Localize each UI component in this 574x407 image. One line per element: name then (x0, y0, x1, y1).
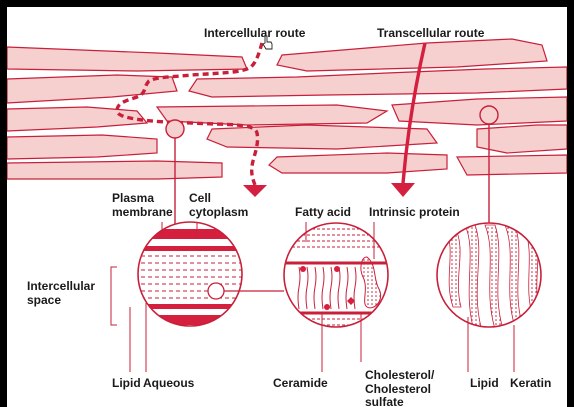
transcellular-route-arrowhead (391, 183, 415, 197)
label-lipid: Lipid (112, 376, 141, 390)
corneocyte-cell (392, 97, 567, 125)
label-cholesterol: sulfate (365, 395, 404, 407)
corneocyte-cell (7, 47, 247, 71)
skin-permeation-diagram: Intercellular route Transcellular route (7, 7, 567, 407)
label-plasma-membrane: Plasma (112, 191, 154, 205)
corneocyte-cell (207, 125, 437, 149)
magnifier-intercellular (166, 120, 184, 138)
corneocyte-cell (269, 153, 447, 173)
corneocyte-cell (477, 125, 567, 153)
corneocyte-cell (7, 161, 222, 179)
diagram-canvas: Intercellular route Transcellular route (7, 7, 567, 407)
label-lipid: Lipid (470, 376, 499, 390)
label-plasma-membrane: membrane (112, 205, 173, 219)
corneocyte-cell (189, 67, 567, 97)
label-fatty-acid: Fatty acid (295, 205, 351, 219)
corneocyte-cell (7, 135, 157, 159)
corneocyte-cell (457, 155, 567, 175)
plasma-membrane-band (127, 229, 257, 239)
label-cell-cytoplasm: cytoplasm (189, 205, 248, 219)
label-intrinsic-protein: Intrinsic protein (369, 205, 460, 219)
label-transcellular-route: Transcellular route (377, 26, 485, 40)
intercellular-route-arrowhead (243, 185, 267, 197)
label-ceramide: Ceramide (273, 376, 328, 390)
label-cell-cytoplasm: Cell (189, 191, 211, 205)
label-intercellular-space: space (27, 293, 61, 307)
zoom-circle (208, 283, 224, 299)
label-cholesterol: Cholesterol/ (365, 368, 435, 382)
magnifier-corneocyte (480, 106, 498, 124)
label-intercellular-route: Intercellular route (204, 26, 306, 40)
label-cholesterol: Cholesterol (365, 382, 431, 396)
label-intercellular-space: Intercellular (27, 279, 95, 293)
corneocyte-cell (7, 75, 177, 103)
label-keratin: Keratin (510, 376, 551, 390)
corneocyte-cell (277, 39, 547, 71)
corneocyte-cell (7, 107, 147, 131)
molecular-detail (277, 223, 397, 327)
label-aqueous: Aqueous (143, 376, 195, 390)
keratin-detail (437, 223, 541, 329)
